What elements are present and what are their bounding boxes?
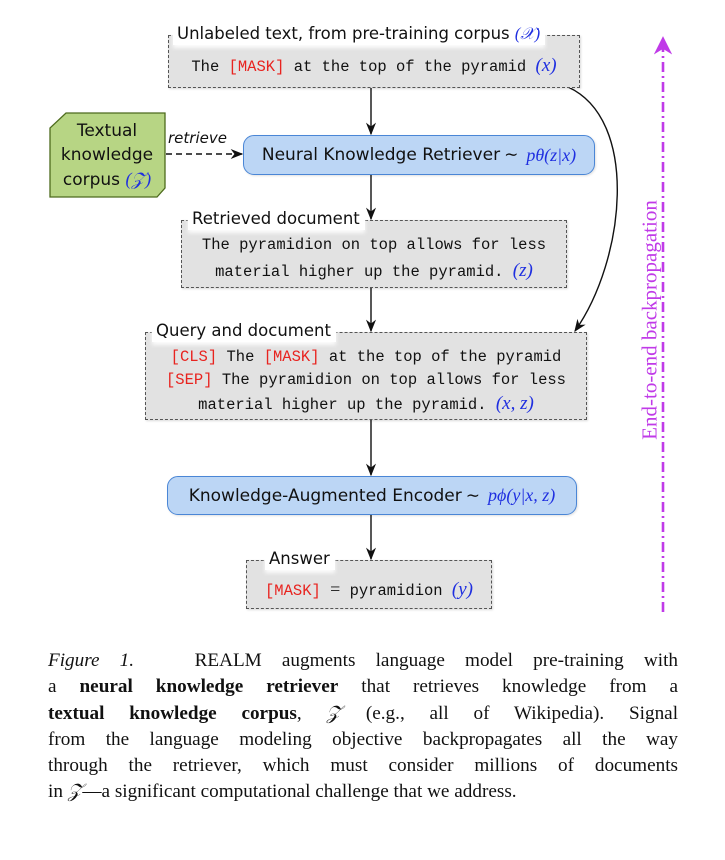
query-symbol: (x, z)	[495, 393, 534, 414]
caption-line-3: textual knowledge corpus, 𝒵 (e.g., all o…	[48, 701, 678, 727]
encoder-formula: pϕ(y|x, z)	[488, 485, 556, 505]
corpus-shape	[49, 112, 166, 198]
query-line1: [CLS] The [MASK] at the top of the pyram…	[146, 345, 586, 370]
retrieved-document-box: The pyramidion on top allows for less ma…	[181, 220, 567, 288]
neural-knowledge-retriever-box: Neural Knowledge Retriever ∼ pθ(z|x)	[243, 135, 595, 175]
answer-symbol: (y)	[451, 579, 473, 600]
caption-l6-post: —a significant computational challenge t…	[82, 781, 517, 803]
input-box-label-symbol: (𝒳)	[514, 24, 541, 43]
caption-l6-z: 𝒵	[67, 781, 83, 803]
answer-label: Answer	[265, 549, 335, 570]
query-line2-post: The pyramidion on top allows for less	[221, 371, 566, 389]
sep-token: [SEP]	[166, 371, 213, 389]
caption-line-6: in 𝒵—a significant computational challen…	[48, 779, 678, 805]
caption-l2-bold: neural knowledge retriever	[79, 676, 339, 698]
input-box-label-text: Unlabeled text, from pre-training corpus	[177, 24, 510, 43]
knowledge-corpus-box: Textual knowledge corpus (𝒵)	[50, 113, 164, 197]
query-line1-mid: The	[226, 348, 255, 366]
corpus-line2: knowledge	[60, 144, 154, 165]
query-mask-token: [MASK]	[263, 348, 320, 366]
query-document-box: [CLS] The [MASK] at the top of the pyram…	[145, 332, 587, 420]
caption-l2-pre: a	[48, 676, 57, 698]
query-line3-text: material higher up the pyramid.	[198, 396, 487, 414]
input-text-pre: The	[191, 58, 220, 76]
corpus-symbol: (𝒵)	[125, 168, 152, 189]
caption-l6-pre: in	[48, 781, 63, 803]
corpus-line1: Textual	[76, 120, 138, 141]
figure-label: Figure 1.	[48, 650, 135, 671]
input-text-post: at the top of the pyramid	[293, 58, 527, 76]
caption-line-4: from the language modeling objective bac…	[48, 728, 678, 750]
query-line1-post: at the top of the pyramid	[328, 348, 562, 366]
answer-value: pyramidion	[349, 582, 443, 600]
caption-l3-comma: ,	[296, 702, 302, 724]
figure-caption: Figure 1. REALM augments language model …	[48, 648, 678, 806]
retrieved-symbol: (z)	[512, 260, 533, 281]
query-line2: [SEP] The pyramidion on top allows for l…	[146, 368, 586, 393]
retrieved-document-label: Retrieved document	[188, 209, 365, 230]
answer-text: [MASK] = pyramidion (y)	[247, 577, 491, 604]
caption-l3-post: (e.g., all of Wikipedia). Signal	[365, 702, 679, 724]
encoder-sim: ∼	[465, 485, 481, 506]
cls-token: [CLS]	[170, 348, 218, 366]
caption-l3-bold: textual knowledge corpus	[48, 702, 297, 724]
caption-line-1: Figure 1. REALM augments language model …	[48, 648, 678, 674]
input-text: The [MASK] at the top of the pyramid (x)	[169, 53, 579, 80]
mask-token: [MASK]	[228, 58, 285, 76]
encoder-label: Knowledge-Augmented Encoder	[188, 485, 462, 506]
backprop-label: End-to-end backpropagation	[637, 200, 662, 440]
query-document-label: Query and document	[152, 321, 336, 342]
caption-line-2: a neural knowledge retriever that retrie…	[48, 674, 678, 700]
caption-l1: REALM augments language model pre-traini…	[194, 650, 678, 671]
caption-line-5: through the retriever, which must consid…	[48, 755, 678, 777]
retriever-label: Neural Knowledge Retriever	[261, 145, 501, 165]
retrieved-line1: The pyramidion on top allows for less	[201, 236, 547, 254]
query-line3: material higher up the pyramid. (x, z)	[146, 391, 586, 418]
answer-mask-token: [MASK]	[264, 582, 321, 600]
retrieved-line2-text: material higher up the pyramid.	[215, 263, 504, 281]
retriever-formula: pθ(z|x)	[526, 144, 577, 165]
caption-l3-z: 𝒵	[326, 702, 342, 724]
answer-equals: =	[330, 579, 341, 599]
knowledge-augmented-encoder-box: Knowledge-Augmented Encoder ∼ pϕ(y|x, z)	[167, 476, 577, 515]
input-box-label: Unlabeled text, from pre-training corpus…	[173, 24, 546, 45]
input-symbol: (x)	[535, 55, 557, 76]
caption-l2-post: that retrieves knowledge from a	[361, 676, 678, 698]
arrow-input-to-query-curve	[567, 86, 618, 333]
retrieve-edge-label: retrieve	[168, 129, 227, 147]
corpus-line3: corpus	[62, 169, 121, 190]
retrieved-line2: material higher up the pyramid. (z)	[182, 258, 566, 285]
retriever-sim: ∼	[504, 145, 519, 165]
